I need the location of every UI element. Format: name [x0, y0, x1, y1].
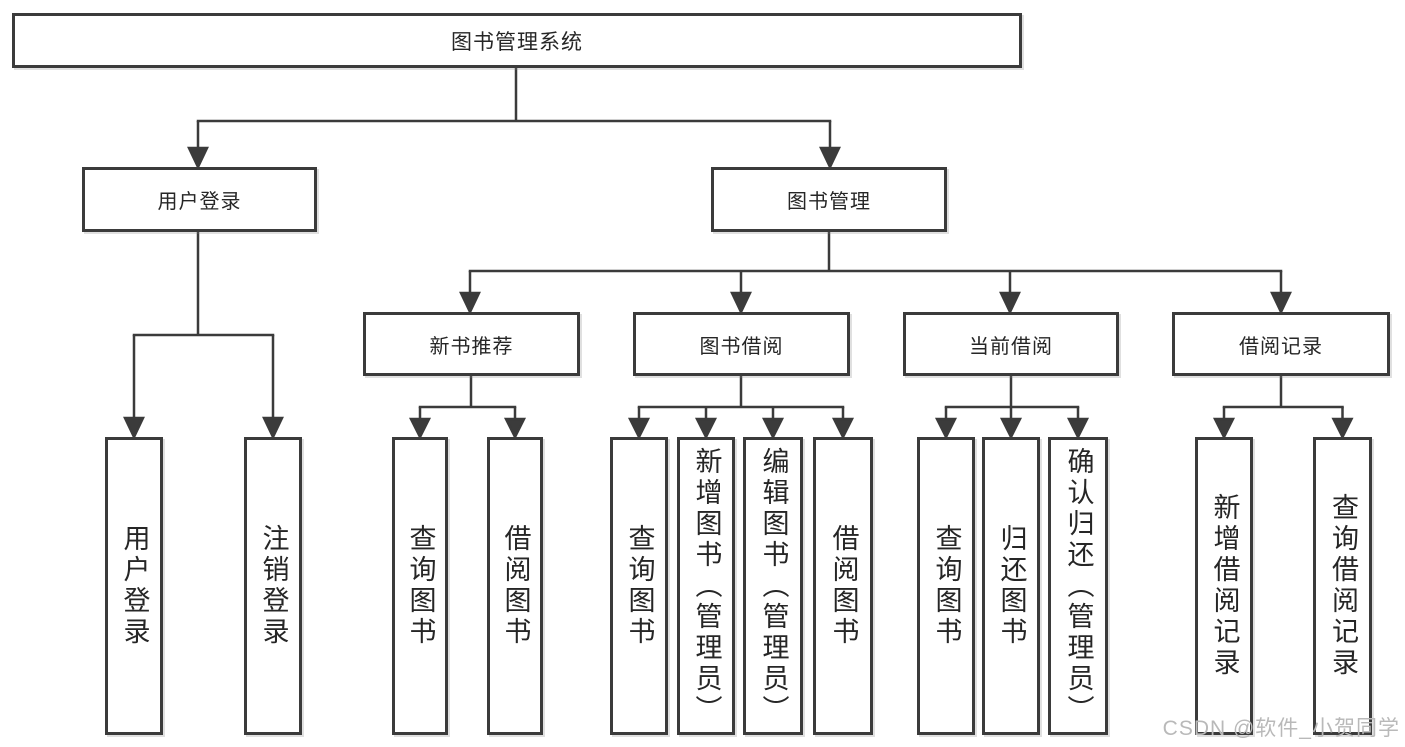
arrow-down-icon — [408, 417, 432, 440]
arrow-down-icon — [831, 417, 855, 440]
leaf-confirm-return-admin: 确认归还（管理员） — [1048, 437, 1108, 735]
leaf-query-books-borrow: 查询图书 — [610, 437, 668, 735]
leaf-add-borrow-record: 新增借阅记录 — [1195, 437, 1253, 735]
leaf-user-login: 用户登录 — [105, 437, 163, 735]
leaf-query-books-current: 查询图书 — [917, 437, 975, 735]
node-borrow-records: 借阅记录 — [1172, 312, 1390, 376]
arrow-down-icon — [503, 417, 527, 440]
node-user-login: 用户登录 — [82, 167, 317, 232]
arrow-down-icon — [262, 416, 284, 440]
node-new-book-recommend: 新书推荐 — [363, 312, 580, 376]
arrow-down-icon — [123, 416, 145, 440]
leaf-return-books: 归还图书 — [982, 437, 1040, 735]
node-current-borrow: 当前借阅 — [903, 312, 1119, 376]
leaf-query-borrow-record: 查询借阅记录 — [1313, 437, 1372, 735]
connector-current-borrow-to-leaves — [934, 376, 1090, 440]
leaf-borrow-books-recommend: 借阅图书 — [487, 437, 543, 735]
leaf-query-books-recommend: 查询图书 — [392, 437, 448, 735]
connector-book-management-to-level3 — [459, 232, 1292, 315]
node-book-borrow: 图书借阅 — [633, 312, 850, 376]
arrow-down-icon — [1331, 417, 1354, 440]
leaf-borrow-books: 借阅图书 — [813, 437, 873, 735]
arrow-down-icon — [730, 291, 752, 315]
arrow-down-icon — [627, 417, 651, 440]
node-root-library-management-system: 图书管理系统 — [12, 13, 1022, 68]
arrow-down-icon — [999, 291, 1021, 315]
arrow-down-icon — [459, 291, 481, 315]
arrow-down-icon — [761, 417, 785, 440]
arrow-down-icon — [1066, 417, 1090, 440]
connector-new-book-recommend-to-leaves — [408, 376, 527, 440]
connector-book-borrow-to-leaves — [627, 376, 855, 440]
arrow-down-icon — [1212, 417, 1236, 440]
arrow-down-icon — [819, 146, 841, 170]
csdn-watermark: CSDN @软件_小贺同学 — [1162, 717, 1400, 740]
arrow-down-icon — [934, 417, 958, 440]
connector-borrow-records-to-leaves — [1212, 376, 1354, 440]
node-book-management: 图书管理 — [711, 167, 947, 232]
arrow-down-icon — [999, 417, 1023, 440]
arrow-down-icon — [694, 417, 718, 440]
arrow-down-icon — [1270, 291, 1292, 315]
connector-user-login-to-leaves — [123, 232, 284, 440]
leaf-edit-books-admin: 编辑图书（管理员） — [743, 437, 803, 735]
connector-root-to-level2 — [187, 68, 841, 170]
arrow-down-icon — [187, 146, 209, 170]
leaf-logout: 注销登录 — [244, 437, 302, 735]
leaf-add-books-admin: 新增图书（管理员） — [677, 437, 735, 735]
